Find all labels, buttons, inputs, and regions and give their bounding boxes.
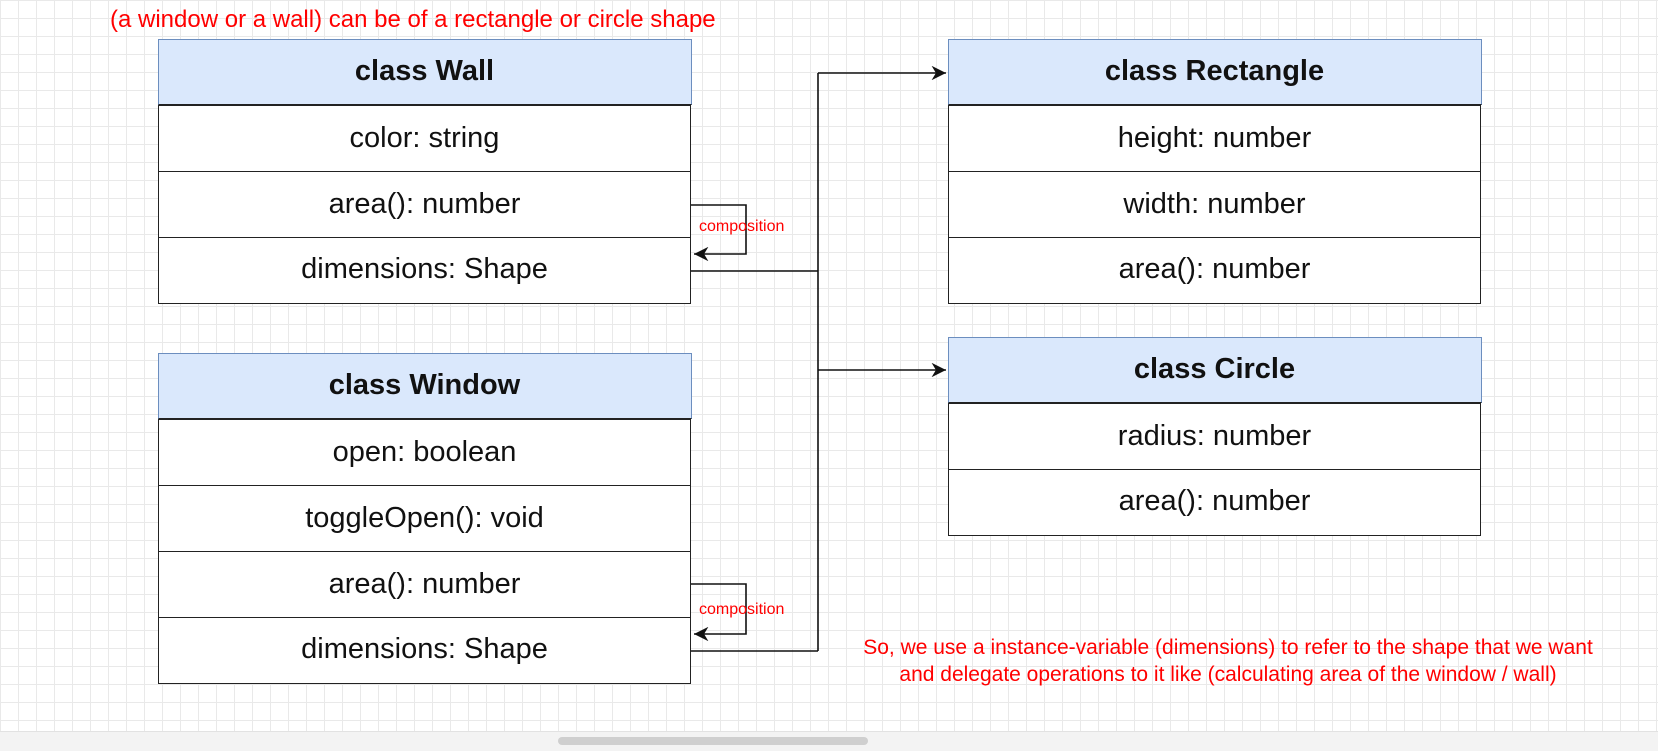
circle-member-area: area(): number xyxy=(949,468,1480,533)
class-circle-box[interactable]: class Circle radius: number area(): numb… xyxy=(947,336,1482,536)
window-member-open: open: boolean xyxy=(159,418,690,485)
rectangle-member-area: area(): number xyxy=(949,236,1480,301)
class-wall-box[interactable]: class Wall color: string area(): number … xyxy=(157,38,692,304)
window-member-area: area(): number xyxy=(159,550,690,617)
wall-composition-edge[interactable] xyxy=(691,204,747,262)
bottom-note-line-1: So, we use a instance-variable (dimensio… xyxy=(863,636,1593,659)
rectangle-member-height: height: number xyxy=(949,104,1480,171)
wall-member-dimensions: dimensions: Shape xyxy=(159,236,690,301)
top-note: (a window or a wall) can be of a rectang… xyxy=(110,6,716,33)
class-circle-title: class Circle xyxy=(947,336,1482,403)
circle-member-radius: radius: number xyxy=(949,402,1480,469)
window-member-dimensions: dimensions: Shape xyxy=(159,616,690,681)
class-rectangle-title: class Rectangle xyxy=(947,38,1482,105)
window-member-toggle-open: toggleOpen(): void xyxy=(159,484,690,551)
bottom-note: So, we use a instance-variable (dimensio… xyxy=(838,634,1618,688)
class-rectangle-box[interactable]: class Rectangle height: number width: nu… xyxy=(947,38,1482,304)
wall-composition-label: composition xyxy=(699,218,785,235)
window-composition-label: composition xyxy=(699,601,785,618)
horizontal-scrollbar[interactable] xyxy=(558,737,868,745)
class-window-box[interactable]: class Window open: boolean toggleOpen():… xyxy=(157,352,692,684)
class-wall-title: class Wall xyxy=(157,38,692,105)
wall-member-area: area(): number xyxy=(159,170,690,237)
wall-member-color: color: string xyxy=(159,104,690,171)
class-window-title: class Window xyxy=(157,352,692,419)
bottom-note-line-2: and delegate operations to it like (calc… xyxy=(899,663,1557,686)
rectangle-member-width: width: number xyxy=(949,170,1480,237)
window-composition-edge[interactable] xyxy=(691,583,747,642)
